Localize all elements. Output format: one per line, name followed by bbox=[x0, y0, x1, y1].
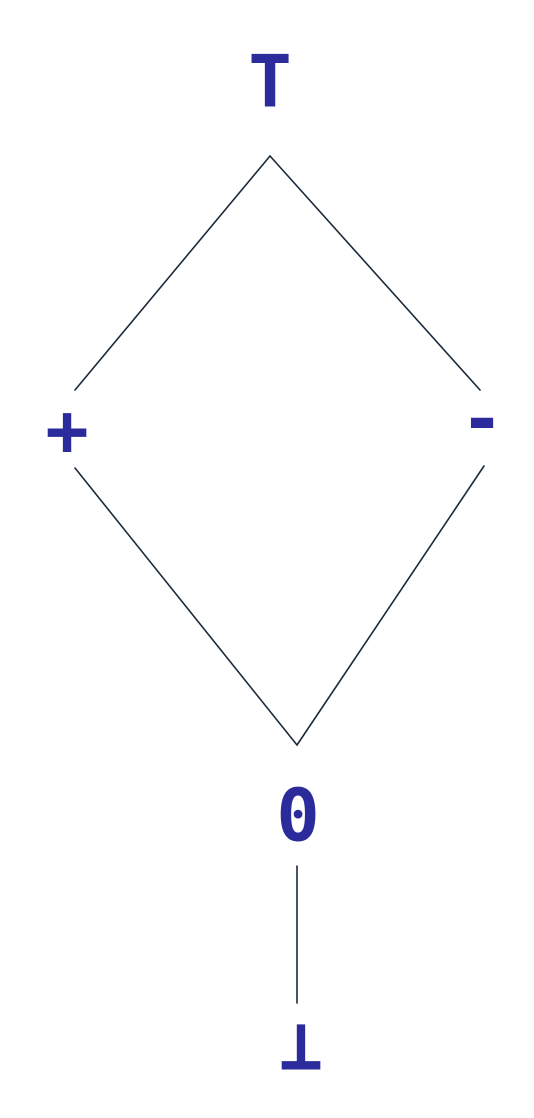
edge-minus-to-zero bbox=[296, 465, 485, 746]
edge-top-to-minus bbox=[269, 155, 481, 391]
edge-top-to-plus bbox=[74, 155, 271, 391]
node-bottom: ⊥ bbox=[279, 1003, 322, 1087]
node-plus: + bbox=[45, 389, 88, 473]
node-minus: - bbox=[460, 377, 503, 461]
edge-plus-to-zero bbox=[74, 467, 298, 746]
node-zero: 0 bbox=[276, 774, 319, 858]
node-top: T bbox=[248, 40, 291, 124]
